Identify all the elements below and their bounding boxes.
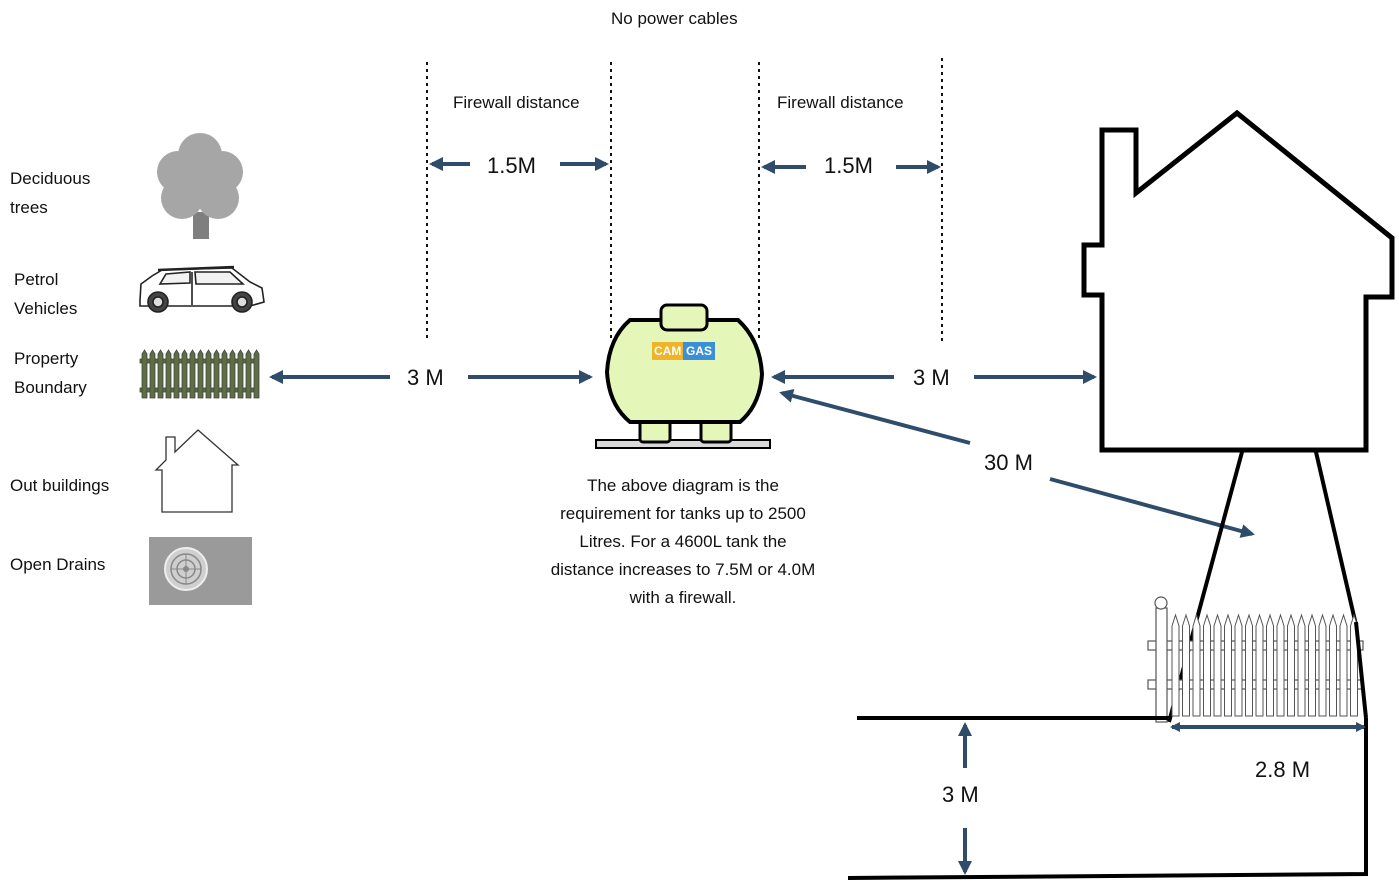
legend-label-trees: Deciduous trees bbox=[10, 169, 91, 217]
firewall-distance-right: 1.5M bbox=[824, 153, 873, 178]
fence-slat bbox=[181, 349, 188, 399]
fence-slat bbox=[253, 349, 260, 399]
distance-left-label: 3 M bbox=[407, 365, 444, 390]
drain-icon bbox=[149, 537, 252, 605]
legend-label-vehicles: Petrol Vehicles bbox=[14, 270, 78, 318]
perspective-lines bbox=[1167, 451, 1358, 723]
fence-icon bbox=[139, 349, 260, 399]
legend-label-outbuildings: Out buildings bbox=[10, 476, 110, 495]
picket bbox=[1213, 613, 1222, 717]
fence-slat bbox=[173, 349, 180, 399]
fence-slat bbox=[237, 349, 244, 399]
picket bbox=[1171, 613, 1180, 717]
tank-brand-right: GAS bbox=[686, 344, 713, 358]
fence-slat bbox=[165, 349, 172, 399]
tank-base bbox=[595, 439, 771, 449]
fence-slat bbox=[213, 349, 220, 399]
firewall-lines bbox=[426, 58, 943, 345]
tank-body bbox=[604, 318, 765, 424]
fence-slat bbox=[229, 349, 236, 399]
tank-brand-left: CAM bbox=[654, 344, 682, 358]
picket bbox=[1224, 613, 1232, 717]
picket bbox=[1182, 613, 1190, 717]
fence-slat bbox=[245, 349, 252, 399]
picket bbox=[1318, 613, 1327, 717]
distance-vertical-label: 3 M bbox=[942, 782, 979, 807]
legend-label-boundary: Property Boundary bbox=[14, 349, 87, 397]
fence-slat bbox=[141, 349, 148, 399]
fence-slat bbox=[205, 349, 212, 399]
picket bbox=[1276, 613, 1285, 717]
firewall-arrows bbox=[429, 157, 941, 174]
tank-logo-left-bg bbox=[652, 342, 683, 360]
fence-slat bbox=[149, 349, 156, 399]
picket bbox=[1255, 613, 1264, 717]
tank-valve-cover bbox=[659, 303, 709, 332]
distance-fence-label: 2.8 M bbox=[1255, 757, 1311, 782]
outbuilding-icon bbox=[154, 429, 240, 513]
distance-diagonal-label: 30 M bbox=[984, 450, 1033, 475]
ground-lines bbox=[847, 621, 1368, 880]
firewall-label-left: Firewall distance bbox=[453, 93, 580, 112]
picket-fence bbox=[1147, 596, 1364, 723]
diagonal-distance-arrows bbox=[779, 389, 1255, 538]
distance-right-label: 3 M bbox=[913, 365, 950, 390]
car-icon bbox=[139, 265, 265, 313]
gas-tank bbox=[595, 303, 771, 449]
picket bbox=[1245, 613, 1253, 717]
picket bbox=[1203, 613, 1211, 717]
fence-slat bbox=[221, 349, 228, 399]
fence-slat bbox=[189, 349, 196, 399]
picket bbox=[1339, 613, 1348, 717]
no-power-cables-label: No power cables bbox=[611, 9, 738, 28]
house bbox=[1081, 109, 1395, 453]
firewall-distance-left: 1.5M bbox=[487, 153, 536, 178]
picket bbox=[1192, 613, 1201, 717]
picket bbox=[1329, 613, 1337, 717]
tree-icon bbox=[157, 133, 243, 239]
picket bbox=[1287, 613, 1295, 717]
requirement-note: The above diagram is the requirement for… bbox=[550, 476, 816, 607]
firewall-label-right: Firewall distance bbox=[777, 93, 904, 112]
picket bbox=[1308, 613, 1316, 717]
fence-slat bbox=[197, 349, 204, 399]
fence-slat bbox=[157, 349, 164, 399]
picket bbox=[1297, 613, 1306, 717]
picket bbox=[1266, 613, 1274, 717]
picket bbox=[1350, 613, 1358, 717]
picket bbox=[1234, 613, 1243, 717]
legend-label-drains: Open Drains bbox=[10, 555, 106, 574]
tank-logo-right-bg bbox=[683, 342, 715, 360]
